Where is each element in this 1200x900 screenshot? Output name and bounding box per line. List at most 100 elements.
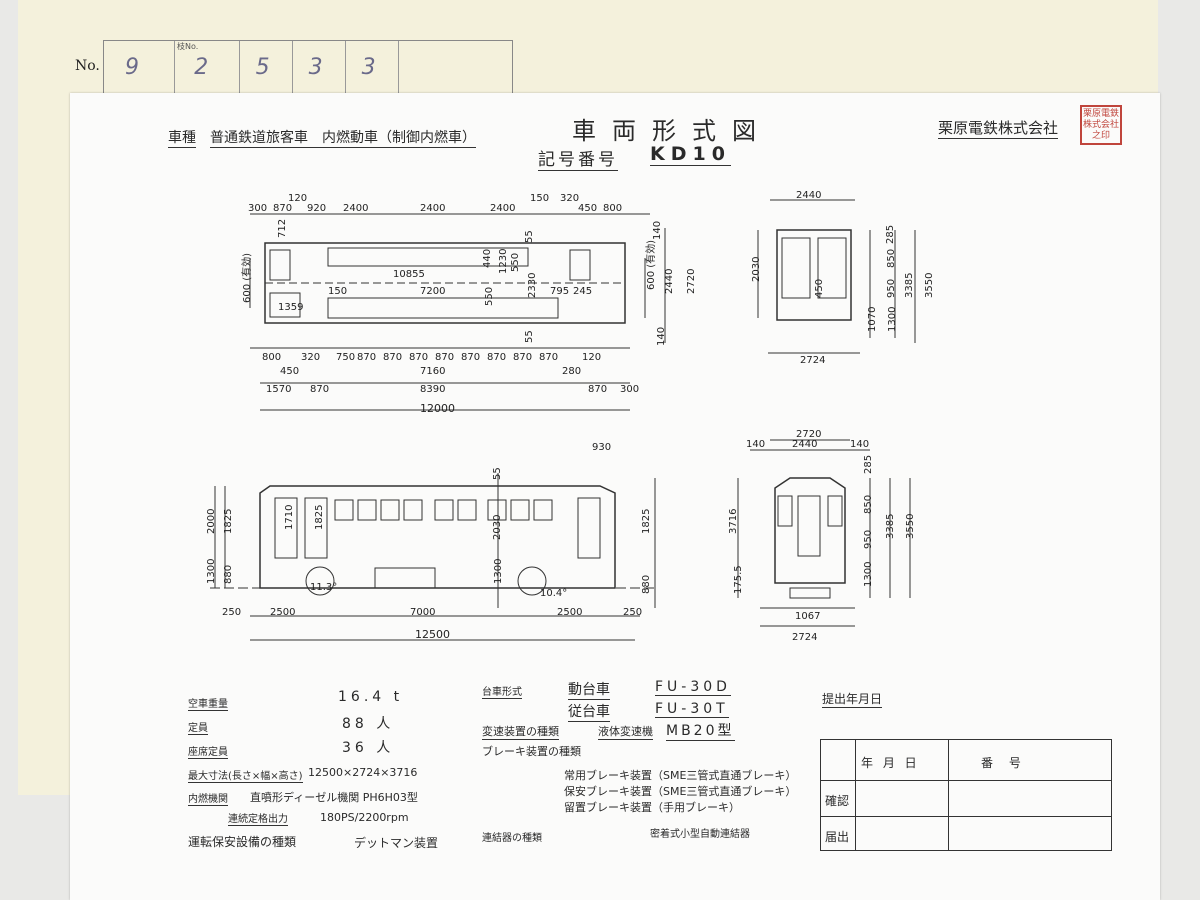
- spec-value: 12500×2724×3716: [308, 766, 418, 779]
- dim-side-c0: 55: [492, 467, 503, 480]
- dim-end-v2: 1070: [867, 307, 878, 332]
- bogie-motor-value: FU-30D: [655, 679, 731, 696]
- company-name: 栗原電鉄株式会社: [938, 119, 1059, 139]
- dim-end-v0: 2030: [751, 257, 762, 282]
- dim-plan-bottom-10: 870: [539, 352, 558, 363]
- category-value: 普通鉄道旅客車 内燃動車（制御内燃車）: [210, 127, 476, 148]
- bogie-trailer-value: FU-30T: [655, 701, 729, 718]
- dim-side-l2: 1300: [206, 559, 217, 584]
- dim-front-v7: 3550: [905, 514, 916, 539]
- plan-view: [249, 213, 666, 411]
- table-row-notify: 届出: [825, 830, 850, 844]
- dim-plan-bottom3-3: 870: [588, 384, 607, 395]
- dim-plan-bottom-1: 320: [301, 352, 320, 363]
- drawing-sheet: 車種 普通鉄道旅客車 内燃動車（制御内燃車） 車両形式図 記号番号 KD10 栗…: [70, 93, 1160, 900]
- dim-plan-bottom-7: 870: [461, 352, 480, 363]
- spec-label: 内燃機関: [188, 790, 228, 806]
- dim-side-b2: 7000: [410, 607, 435, 618]
- symbol-value: KD10: [650, 143, 731, 166]
- dim-plan-top-1: 870: [273, 203, 292, 214]
- dim-end-width: 2440: [796, 190, 821, 201]
- approval-row: [821, 780, 1111, 817]
- dim-plan-top-4: 2400: [420, 203, 445, 214]
- index-cell-empty: [399, 41, 515, 93]
- dim-plan-inner-5: 1359: [278, 302, 303, 313]
- brake-item: 保安ブレーキ装置（SME三管式直通ブレーキ）: [564, 785, 797, 798]
- dim-side-r1: 880: [641, 575, 652, 594]
- dim-front-top2: 2440: [792, 439, 817, 450]
- spec-label: 最大寸法(長さ×幅×高さ): [188, 767, 303, 783]
- bogie-motor-label: 動台車: [568, 679, 610, 700]
- dim-plan-bottom-5: 870: [409, 352, 428, 363]
- dim-front-top0: 2720: [796, 429, 821, 440]
- dim-end-v5: 850: [886, 249, 897, 268]
- index-card: No. 枝No. 9 2 5 3 3: [75, 40, 515, 94]
- spec-label: 運転保安設備の種類: [188, 835, 297, 849]
- dim-plan-left-0: 600 (有効): [240, 253, 253, 303]
- dim-plan-bottom-9: 870: [513, 352, 532, 363]
- dim-plan-top-2: 920: [307, 203, 326, 214]
- dim-side-angle-0: 11.3°: [310, 582, 337, 593]
- spec-value: 88 人: [342, 716, 395, 732]
- index-cells: 9 2 5 3 3: [103, 40, 513, 94]
- dim-side-l5: 1825: [314, 505, 325, 530]
- dim-plan-small-1: 320: [560, 193, 579, 204]
- brake-label: ブレーキ装置の種類: [482, 745, 581, 758]
- dim-plan-center-4: 2330: [527, 273, 538, 298]
- dim-side-l0: 2000: [206, 509, 217, 534]
- coupler-value: 密着式小型自動連結器: [650, 829, 750, 840]
- dim-side-total: 12500: [415, 628, 450, 641]
- spec-value: 直噴形ディーゼル機関 PH6H03型: [250, 791, 418, 804]
- dim-side-c2: 1300: [493, 559, 504, 584]
- dim-front-v6: 3385: [885, 514, 896, 539]
- dim-plan-total: 12000: [420, 402, 455, 415]
- dim-plan-center-6: 55: [524, 330, 535, 343]
- side-windows: [334, 499, 553, 521]
- dim-plan-center-1: 440: [482, 249, 493, 268]
- dim-plan-top-7: 450: [578, 203, 597, 214]
- table-divider: [948, 740, 949, 850]
- end-view-front: [737, 439, 911, 627]
- transmission-sub: 液体変速機: [598, 725, 653, 740]
- bogie-trailer-label: 従台車: [568, 701, 610, 722]
- dim-side-b3: 2500: [557, 607, 582, 618]
- index-cell: 5: [240, 41, 293, 93]
- index-cell: 3: [346, 41, 399, 93]
- dim-side-l4: 1710: [284, 505, 295, 530]
- vehicle-drawings: 300 870 920 2400 2400 2400 150 450 800 1…: [206, 190, 935, 643]
- dim-front-v4: 950: [863, 530, 874, 549]
- dim-side-l1: 1825: [223, 509, 234, 534]
- spec-label: 空車重量: [188, 695, 228, 711]
- dim-end-v1: 450: [814, 279, 825, 298]
- dim-plan-center-2: 1230: [498, 249, 509, 274]
- category-label: 車種: [168, 127, 196, 148]
- dim-plan-bottom-6: 870: [435, 352, 454, 363]
- dim-plan-bottom-3: 870: [357, 352, 376, 363]
- dim-plan-top-3: 2400: [343, 203, 368, 214]
- dim-plan-bottom3-1: 870: [310, 384, 329, 395]
- index-no-label: No.: [75, 58, 100, 74]
- page-title: 車両形式図: [572, 117, 772, 145]
- dim-plan-bottom3-4: 300: [620, 384, 639, 395]
- table-header-number: 番 号: [981, 756, 1027, 770]
- spec-value: 16.4 t: [338, 689, 404, 705]
- dim-side-l3: 880: [223, 565, 234, 584]
- dim-end-v8: 3550: [924, 273, 935, 298]
- dim-end-v7: 3385: [904, 273, 915, 298]
- dim-front-v5: 1300: [863, 562, 874, 587]
- dim-side-b4: 250: [623, 607, 642, 618]
- index-sub-label: 枝No.: [177, 42, 199, 51]
- transmission-label: 変速装置の種類: [482, 725, 559, 740]
- dim-side-c1: 2030: [492, 515, 503, 540]
- dim-side-b1: 2500: [270, 607, 295, 618]
- dim-plan-bottom-0: 800: [262, 352, 281, 363]
- dim-plan-right-2: 2440: [664, 269, 675, 294]
- end-view-plan: [757, 199, 916, 354]
- dim-plan-bottom3-2: 8390: [420, 384, 445, 395]
- dim-plan-inner-2: 795: [550, 286, 569, 297]
- index-cell: 9: [104, 41, 175, 93]
- dim-front-top3: 140: [850, 439, 869, 450]
- approval-table: 年 月 日 番 号 確認 届出: [820, 739, 1112, 851]
- dim-plan-center-5: 550: [484, 287, 495, 306]
